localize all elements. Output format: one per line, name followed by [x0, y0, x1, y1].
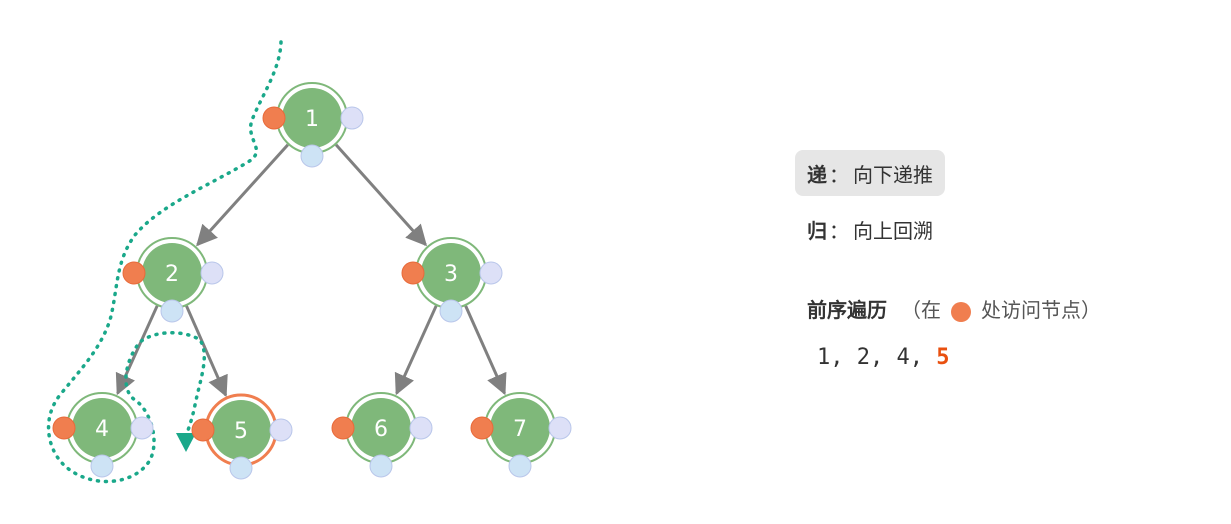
preorder-dot-icon [52, 416, 76, 440]
node-label: 7 [513, 417, 527, 442]
recursion-text: 向下递推 [853, 162, 933, 187]
edge-3-6 [394, 305, 438, 396]
legend-panel: 递 ： 向下递推 归 ： 向上回溯 前序遍历 （在 处访问节点） 1, 2, 4,… [795, 150, 1215, 370]
note-open: （在 [901, 298, 941, 322]
inorder-dot-icon [369, 454, 393, 478]
tree-node-2: 2 [122, 237, 224, 323]
tree-node-6: 6 [331, 392, 433, 478]
sequence-separator: , [909, 345, 937, 370]
sequence-item: 2 [856, 345, 870, 370]
inorder-dot-icon [90, 454, 114, 478]
node-label: 1 [305, 107, 319, 132]
legend-recursion: 递 ： 向下递推 [795, 150, 945, 196]
postorder-dot-icon [130, 416, 154, 440]
backtrack-text: 向上回溯 [853, 218, 933, 243]
node-label: 4 [95, 417, 109, 442]
tree-node-5: 5 [191, 393, 293, 480]
traversal-title-main: 前序遍历 [807, 298, 887, 322]
sequence-item: 4 [896, 345, 910, 370]
sequence-separator: , [830, 345, 857, 370]
preorder-dot-icon [951, 301, 971, 322]
postorder-dot-icon [548, 416, 572, 440]
node-circle [351, 398, 411, 458]
preorder-dot-icon [331, 416, 355, 440]
legend-backtrack: 归 ： 向上回溯 [795, 206, 1215, 252]
traversal-path [46, 40, 283, 484]
backtrack-key: 归 [807, 218, 827, 243]
node-label: 2 [165, 262, 179, 287]
inorder-dot-icon [300, 144, 324, 168]
inorder-dot-icon [439, 299, 463, 323]
preorder-dot-icon [122, 261, 146, 285]
node-circle [72, 398, 132, 458]
node-circle [142, 243, 202, 303]
tree-node-1: 1 [262, 82, 364, 168]
inorder-dot-icon [160, 299, 184, 323]
nodes: 1 2 3 4 5 6 7 [52, 82, 572, 480]
edge-3-7 [464, 305, 507, 396]
traversal-sequence: 1, 2, 4, 5 [795, 345, 1215, 370]
edge-2-5 [185, 305, 228, 398]
tree-node-4: 4 [52, 392, 154, 478]
traversal-title-note: （在 处访问节点） [901, 294, 1101, 323]
postorder-dot-icon [340, 106, 364, 130]
edge-2-4 [115, 305, 159, 396]
postorder-dot-icon [269, 418, 293, 442]
binary-tree-diagram: 1 2 3 4 5 6 7 [46, 40, 572, 484]
node-label: 5 [234, 419, 248, 444]
edge-1-3 [334, 143, 428, 247]
node-label: 6 [374, 417, 388, 442]
sequence-item: 5 [936, 345, 950, 370]
path-end-arrowhead [176, 433, 196, 452]
edge-1-2 [196, 143, 289, 247]
sequence-item: 1 [817, 345, 831, 370]
tree-node-7: 7 [470, 392, 572, 478]
postorder-dot-icon [409, 416, 433, 440]
note-close: 处访问节点） [981, 298, 1101, 322]
preorder-dot-icon [262, 106, 286, 130]
node-circle [211, 400, 271, 460]
node-label: 3 [444, 262, 458, 287]
recursion-colon: ： [829, 162, 849, 187]
tree-node-3: 3 [401, 237, 503, 323]
preorder-dot-icon [470, 416, 494, 440]
node-circle [490, 398, 550, 458]
inorder-dot-icon [229, 456, 253, 480]
node-circle [421, 243, 481, 303]
node-circle [282, 88, 342, 148]
preorder-dot-icon [191, 418, 215, 442]
preorder-dot-icon [401, 261, 425, 285]
traversal-title: 前序遍历 （在 处访问节点） [795, 294, 1215, 323]
postorder-dot-icon [200, 261, 224, 285]
inorder-dot-icon [508, 454, 532, 478]
backtrack-colon: ： [829, 218, 849, 243]
postorder-dot-icon [479, 261, 503, 285]
edges [115, 143, 507, 398]
recursion-key: 递 [807, 162, 827, 187]
sequence-separator: , [870, 345, 897, 370]
